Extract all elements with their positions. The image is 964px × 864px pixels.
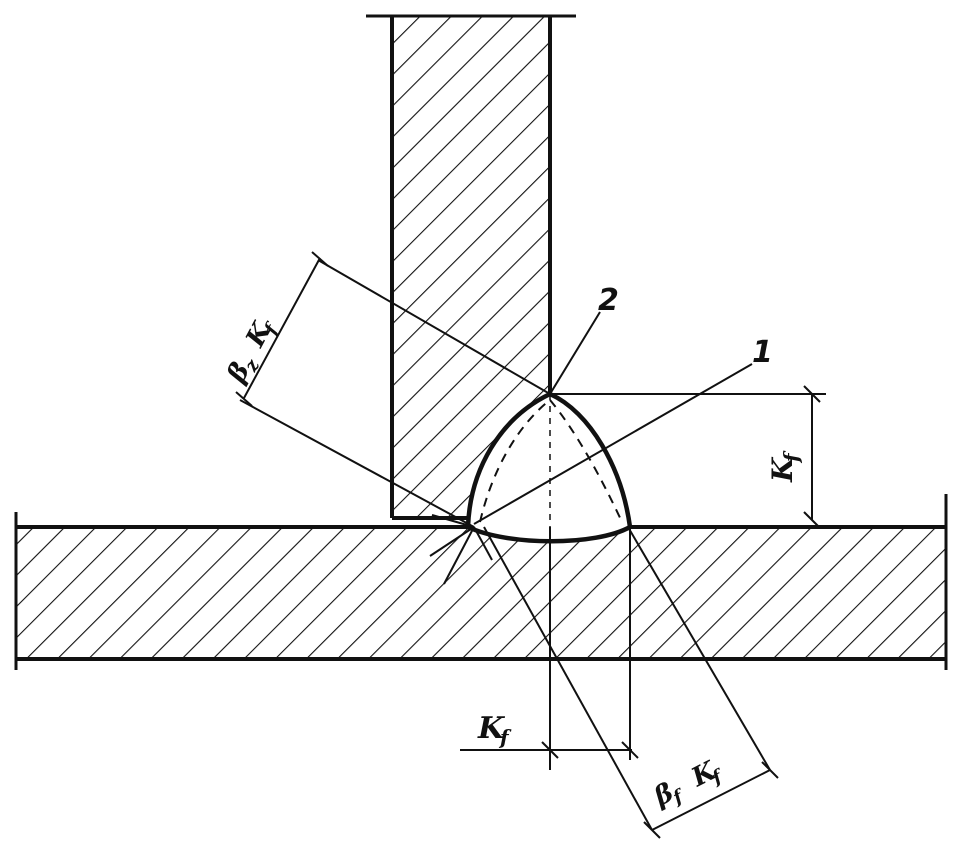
vertical-plate — [366, 14, 576, 520]
svg-text:f: f — [498, 725, 512, 749]
marker-1-label: 1 — [752, 335, 773, 370]
kf-vertical-label: K f — [766, 450, 803, 483]
svg-text:K: K — [477, 711, 506, 746]
svg-text:K: K — [766, 456, 799, 483]
beta-f-kf-label: β f K f — [649, 756, 729, 813]
svg-text:f: f — [779, 450, 803, 464]
beta-z-kf-label: β z K f — [221, 317, 284, 388]
kf-horizontal-label: K f — [477, 711, 512, 749]
dimension-lines — [235, 251, 826, 839]
horizontal-plate — [14, 494, 948, 670]
marker-2-label: 2 — [598, 283, 619, 318]
